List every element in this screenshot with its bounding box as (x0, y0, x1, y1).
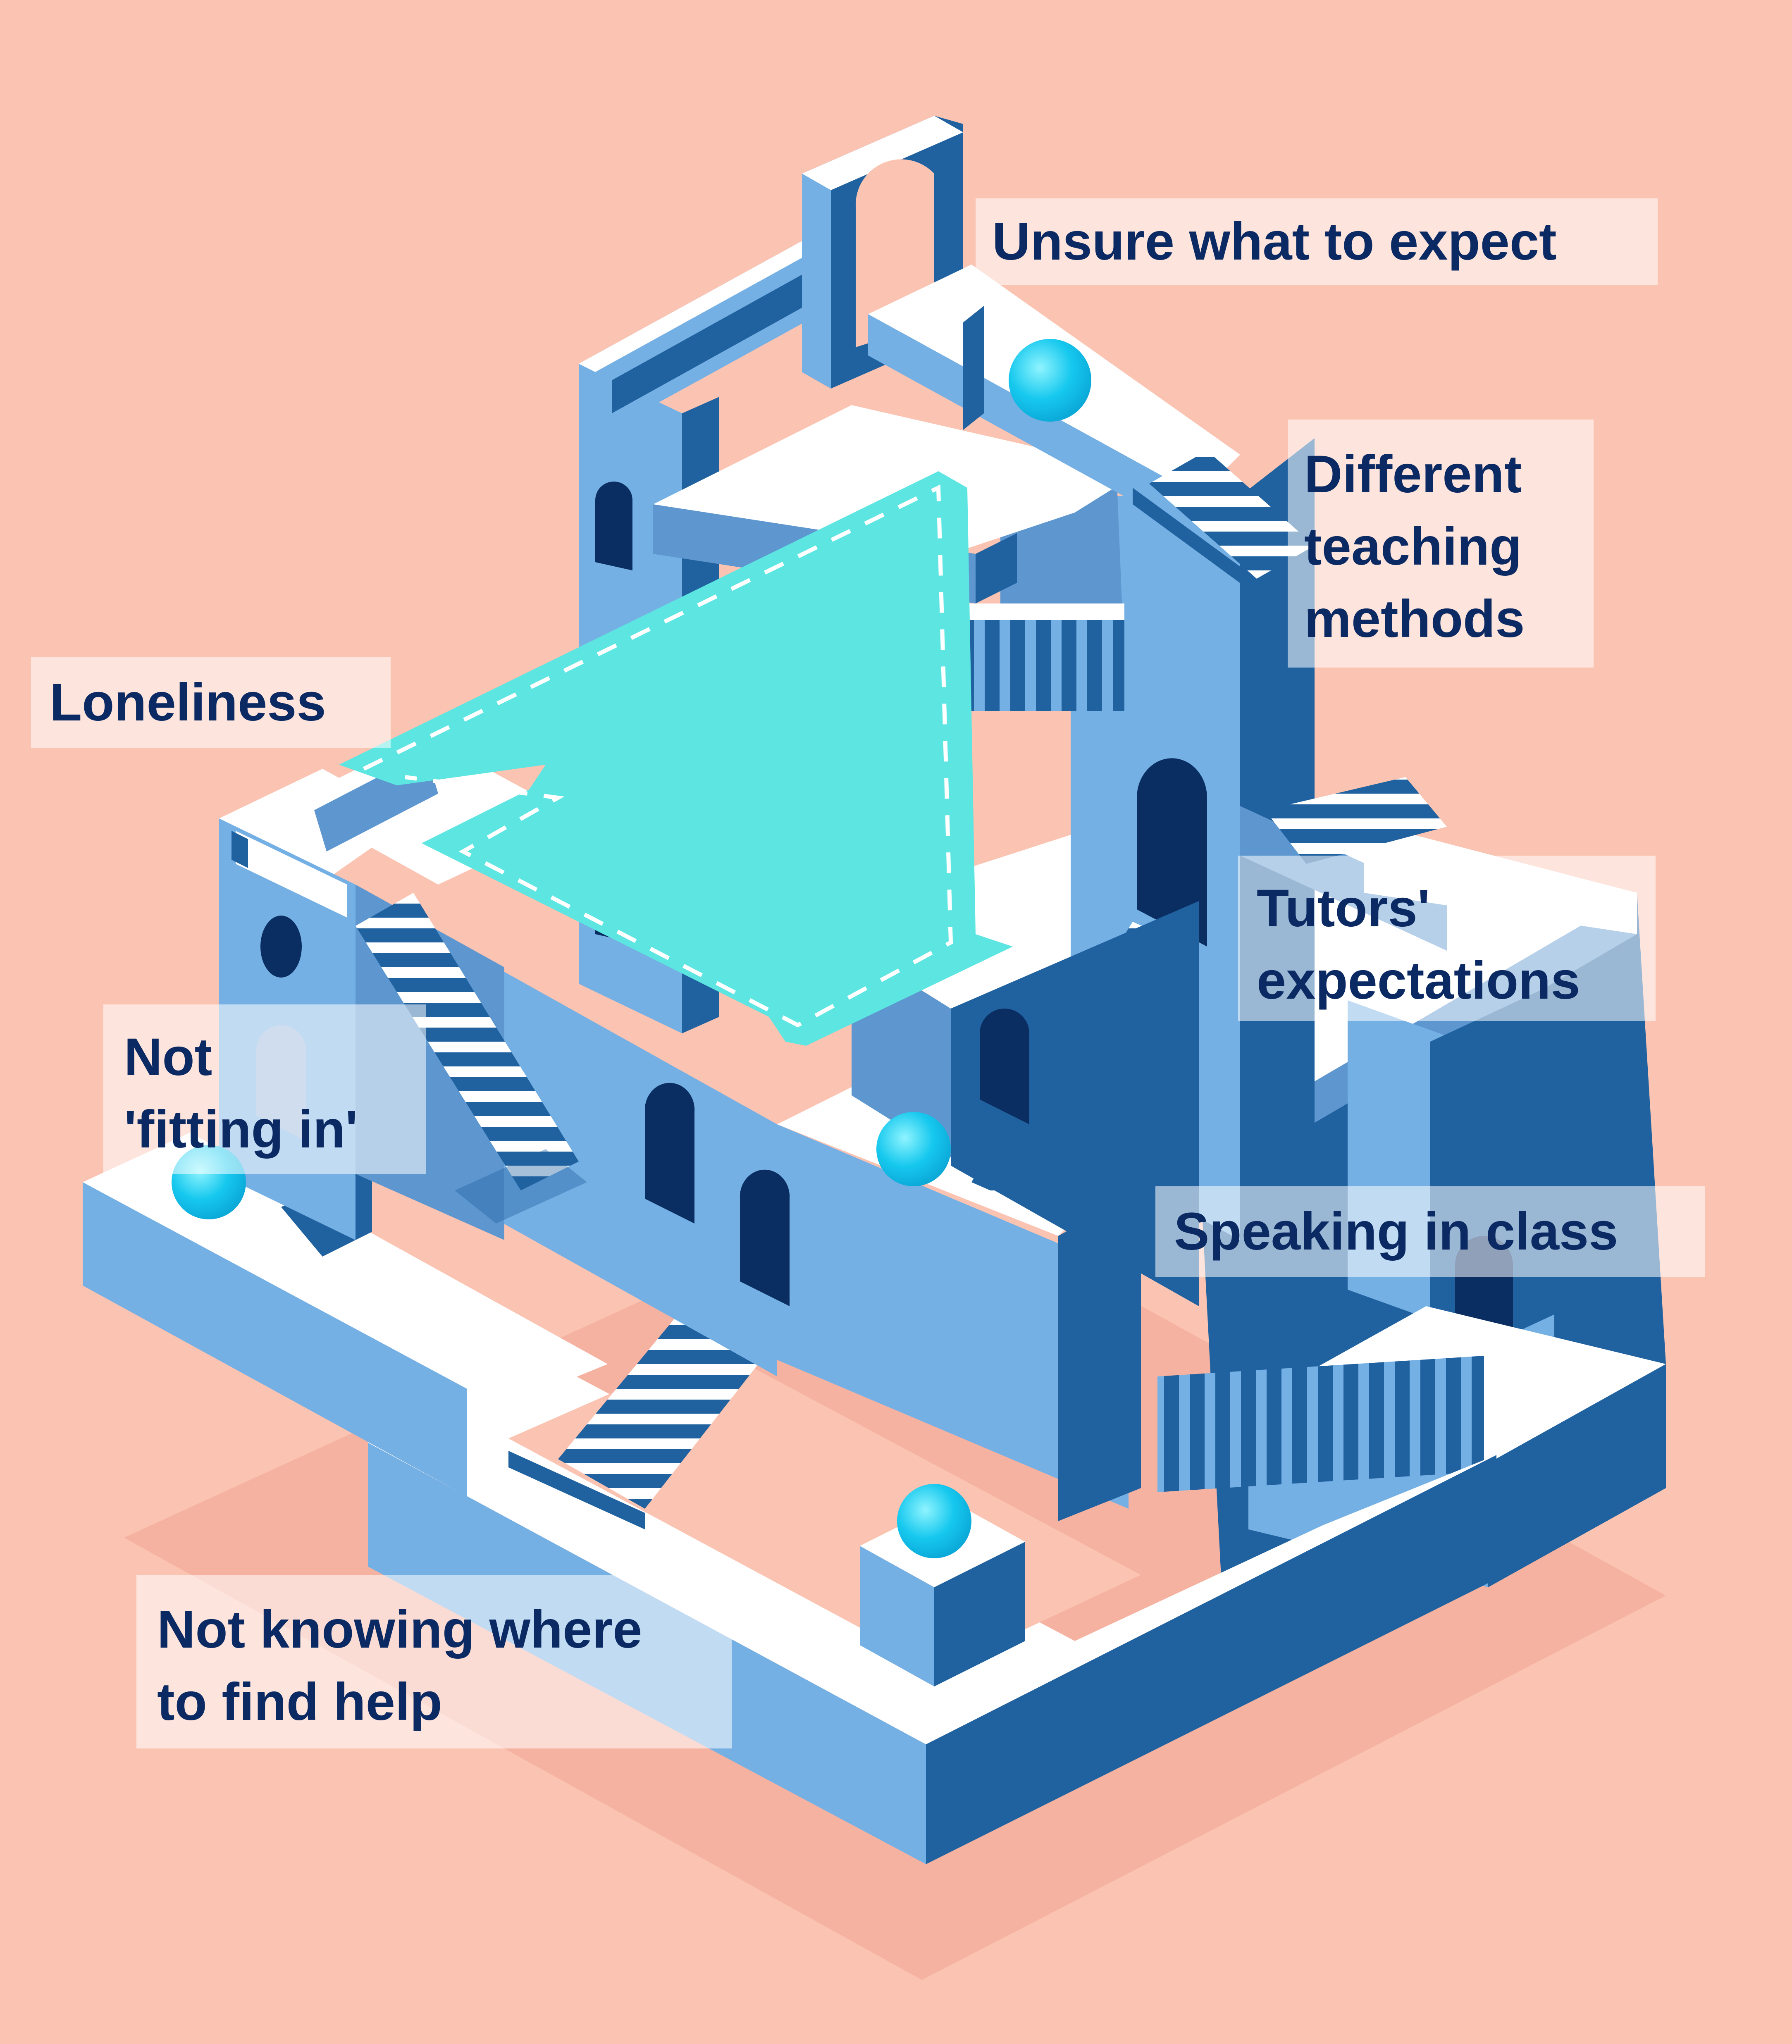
label-line: teaching (1304, 517, 1522, 576)
label-not-knowing-where-to-find-help: Not knowing where to find help (136, 1575, 732, 1748)
central-building (496, 967, 1141, 1521)
label-line: Loneliness (50, 673, 326, 732)
label-line: Different (1304, 445, 1522, 504)
label-not-fitting-in: Not 'fitting in' (103, 1004, 426, 1174)
label-line: Tutors' (1257, 879, 1430, 938)
label-speaking-in-class: Speaking in class (1155, 1186, 1705, 1277)
label-line: Not knowing where (157, 1600, 642, 1659)
label-line: methods (1304, 589, 1525, 649)
door-icon (980, 1009, 1029, 1124)
label-different-teaching-methods: Different teaching methods (1288, 420, 1594, 668)
label-line: Speaking in class (1174, 1202, 1618, 1261)
door-icon (1137, 758, 1207, 947)
ball-icon (876, 1112, 951, 1186)
label-line: 'fitting in' (124, 1100, 358, 1159)
label-unsure-what-to-expect: Unsure what to expect (976, 198, 1658, 285)
ball-icon (1009, 339, 1091, 422)
label-loneliness: Loneliness (31, 657, 391, 748)
cyan-path (339, 471, 1013, 1046)
label-tutors-expectations: Tutors' expectations (1238, 856, 1656, 1021)
door-icon (595, 482, 632, 570)
door-icon (740, 1169, 790, 1306)
label-line: to find help (157, 1672, 442, 1732)
label-line: expectations (1257, 951, 1580, 1010)
label-line: Unsure what to expect (992, 212, 1557, 271)
door-icon (645, 1083, 695, 1224)
door-icon (260, 916, 302, 978)
staircase-icon (508, 1314, 765, 1529)
label-line: Not (124, 1028, 212, 1087)
ball-icon (897, 1484, 971, 1558)
staircase-icon (1157, 1356, 1484, 1492)
